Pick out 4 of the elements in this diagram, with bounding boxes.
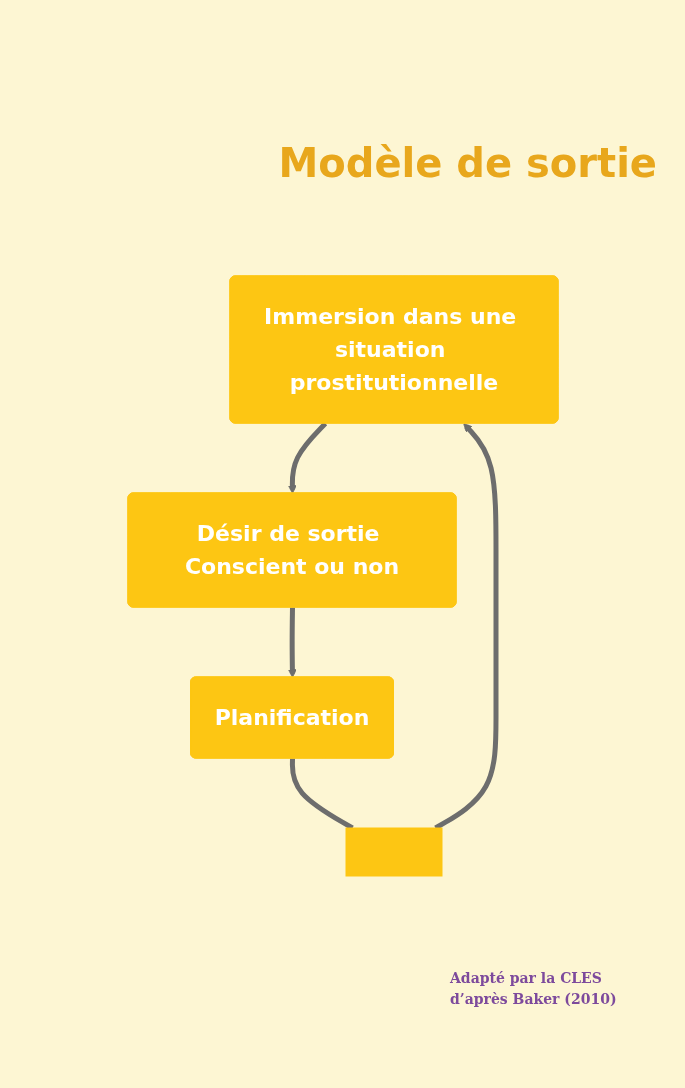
diagram-title: Modèle de sortie (277, 139, 658, 188)
node-box (345, 827, 442, 877)
source-caption: Adapté par la CLES d’après Baker (2010) (450, 969, 618, 1009)
arrow (287, 607, 297, 678)
